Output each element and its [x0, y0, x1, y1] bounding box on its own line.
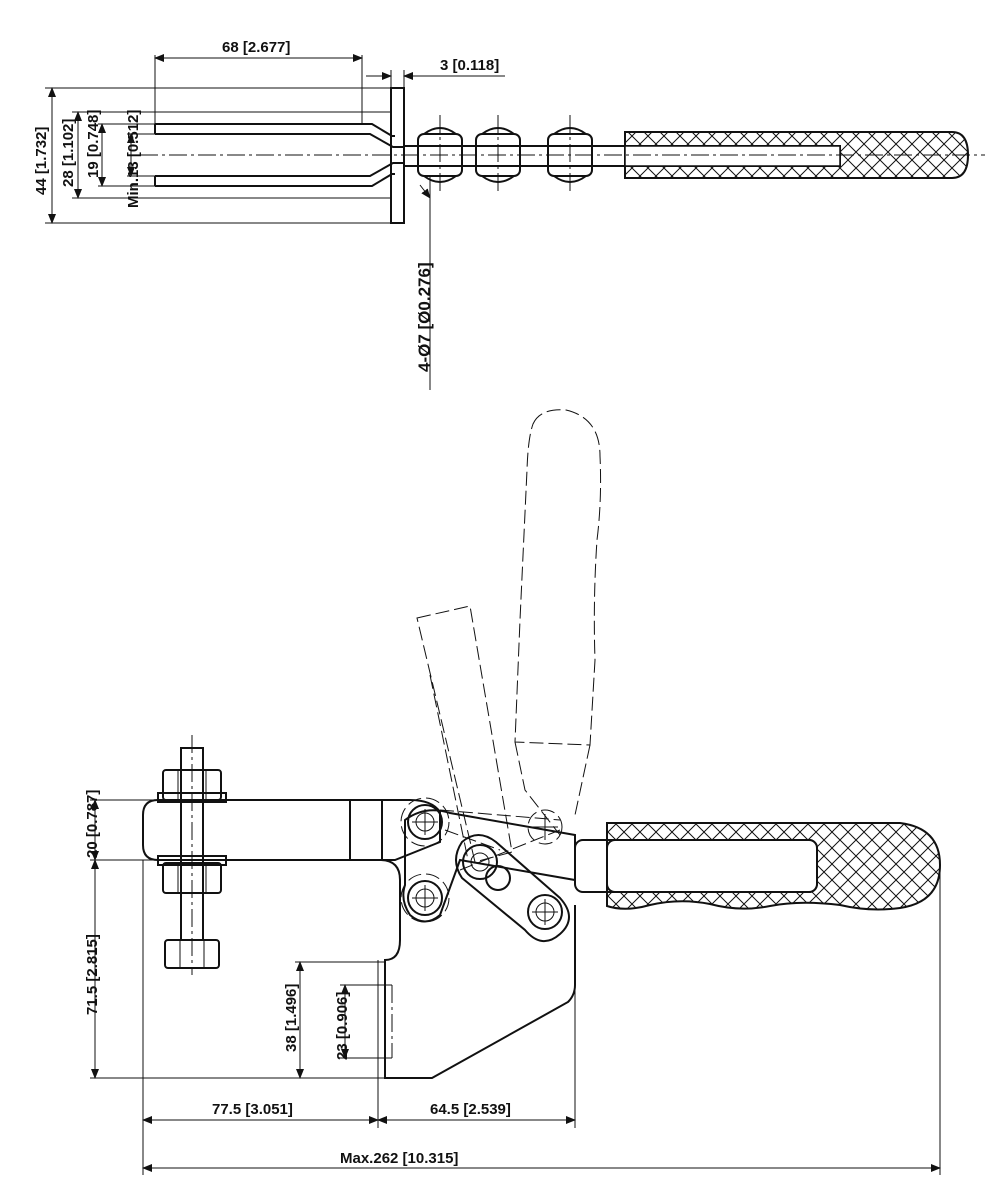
phantom-linkage [439, 809, 561, 871]
spindle-head [164, 939, 220, 969]
dim-height-38: 38 [1.496] [283, 984, 300, 1052]
top-lower-arm [155, 162, 404, 177]
top-upper-arm-outer [155, 123, 395, 137]
dim-min-13: Min.13 [0.512] [125, 110, 142, 208]
phantom-handle-open-link [514, 741, 591, 836]
link-plate-diagonal [455, 834, 570, 942]
handle-bar-inside-grip [606, 839, 818, 893]
top-dimensions: 68 [2.677] 3 [0.118] 44 [1.732] 28 [1.10… [33, 39, 505, 390]
dim-height-19: 19 [0.748] [85, 110, 102, 178]
spindle-nut-bottom [162, 862, 222, 894]
side-view [142, 409, 942, 1079]
phantom-handle-mid-inner [429, 674, 469, 861]
body-arm [142, 799, 441, 861]
phantom-handle-open [514, 409, 602, 746]
dim-max-262: Max.262 [10.315] [340, 1150, 458, 1167]
dim-holes: 4-Ø7 [Ø0.276] [415, 262, 434, 372]
top-view [140, 87, 985, 224]
dim-height-23: 23 [0.906] [334, 992, 351, 1060]
dim-height-44: 44 [1.732] [33, 127, 50, 195]
dim-height-28: 28 [1.102] [60, 119, 77, 187]
side-dimensions: 20 [0.787] 71.5 [2.815] 38 [1.496] 23 [0… [84, 790, 941, 1175]
dim-top-width: 68 [2.677] [222, 39, 290, 56]
top-lower-arm-outer [155, 173, 395, 187]
pivots [400, 797, 563, 930]
dim-arm-20: 20 [0.787] [84, 790, 101, 858]
top-upper-arm [155, 133, 404, 148]
link-plate-upper [402, 809, 576, 923]
top-handle-bar-inside [624, 145, 841, 167]
dim-top-thickness: 3 [0.118] [440, 57, 499, 74]
dim-height-71: 71.5 [2.815] [84, 934, 101, 1015]
body-base [379, 859, 576, 1079]
spindle-washer-top [157, 792, 227, 803]
dim-width-64: 64.5 [2.539] [430, 1101, 511, 1118]
phantom-handle-mid [416, 605, 513, 863]
spindle-nut-top [162, 769, 222, 801]
dim-width-77: 77.5 [3.051] [212, 1101, 293, 1118]
